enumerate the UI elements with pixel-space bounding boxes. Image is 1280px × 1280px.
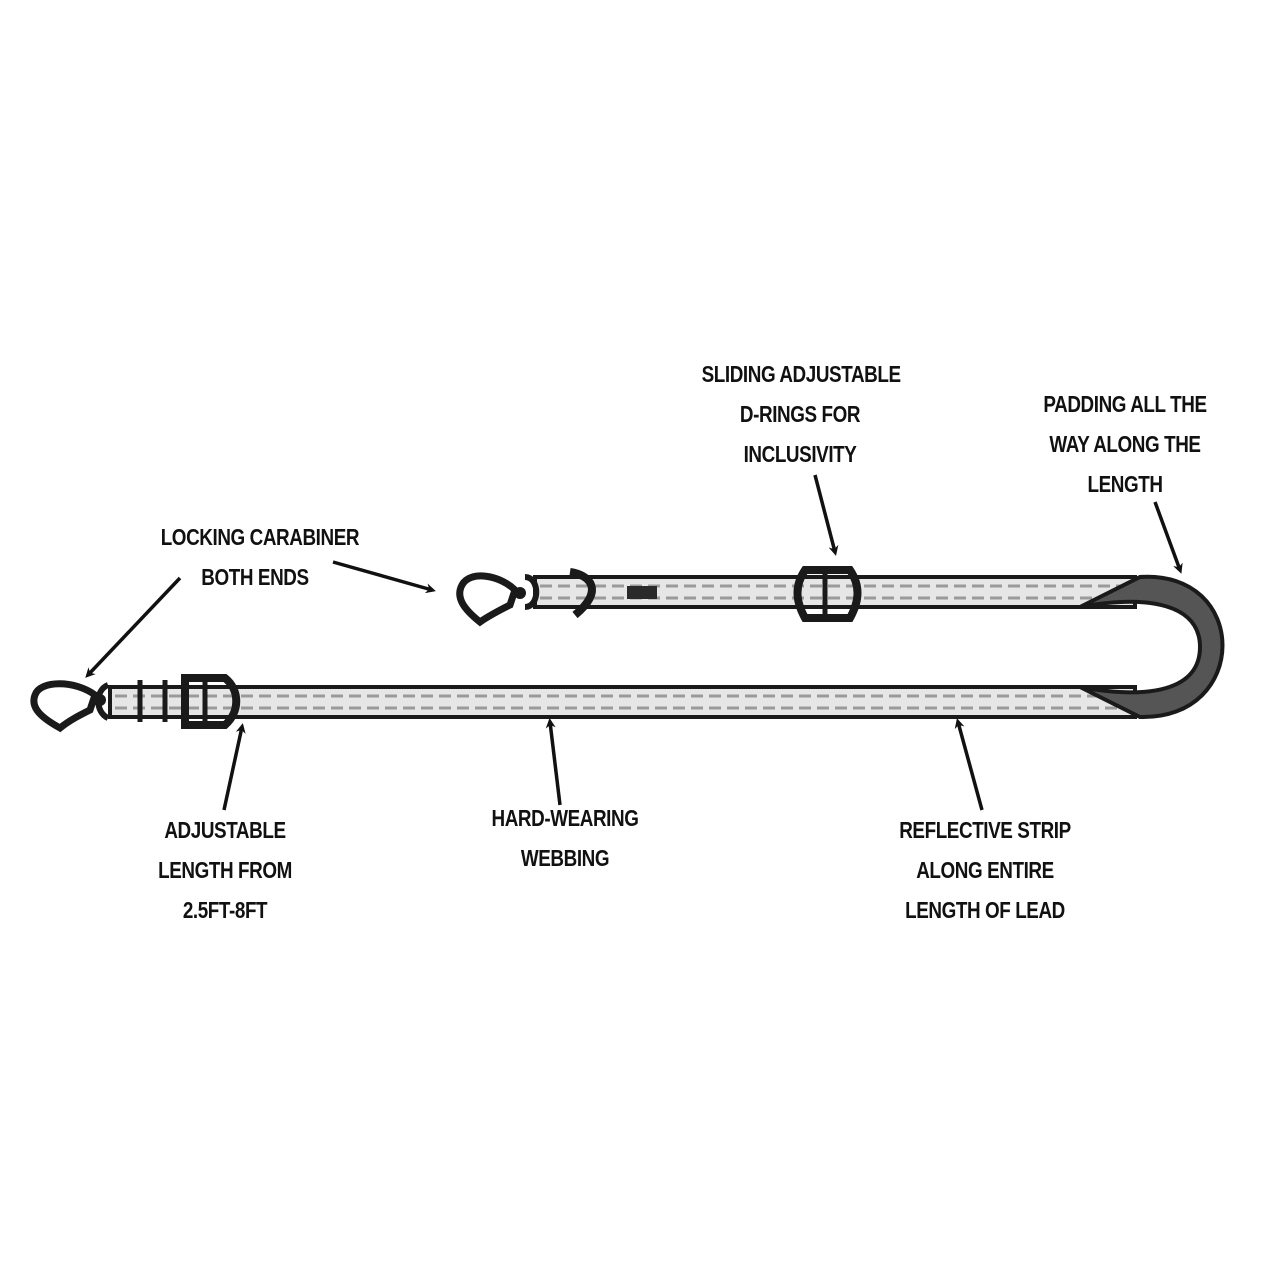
callout-reflective: REFLECTIVE STRIP ALONG ENTIRE LENGTH OF …	[899, 817, 1071, 923]
callout-length: ADJUSTABLE LENGTH FROM 2.5FT-8FT	[158, 817, 292, 923]
callout-carabiner: LOCKING CARABINER BOTH ENDS	[160, 524, 360, 590]
length-adjuster	[137, 674, 241, 729]
callout-webbing: HARD-WEARING WEBBING	[491, 805, 639, 871]
callout-d-rings: SLIDING ADJUSTABLE D-RINGS FOR INCLUSIVI…	[701, 361, 901, 467]
sliding-d-ring	[793, 566, 862, 622]
callout-padding: PADDING ALL THE WAY ALONG THE LENGTH	[1043, 391, 1207, 497]
upper-strap	[533, 575, 1137, 609]
lower-carabiner	[30, 680, 110, 733]
lower-strap	[108, 685, 1137, 719]
upper-carabiner	[456, 568, 596, 627]
padded-handle-loop	[1079, 574, 1225, 720]
callout-arrows	[85, 474, 1183, 811]
